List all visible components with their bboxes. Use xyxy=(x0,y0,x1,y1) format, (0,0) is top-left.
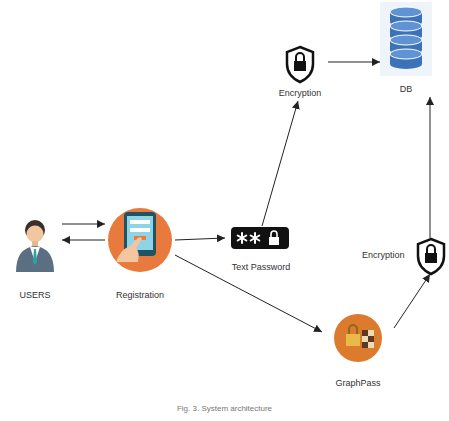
icon-node: Encryption xyxy=(358,238,446,274)
flow-arrow xyxy=(394,274,430,328)
tablet-screen xyxy=(127,216,153,250)
node-label: Encryption xyxy=(272,88,328,99)
flow-arrow xyxy=(328,62,380,63)
registration-icon xyxy=(108,208,172,272)
icon-node: USERS xyxy=(8,218,62,303)
graphpass-icon xyxy=(334,314,382,362)
hand xyxy=(116,237,142,262)
user-suit xyxy=(16,246,54,272)
icon-node: GraphPass xyxy=(322,312,394,391)
flow-arrow xyxy=(62,240,105,241)
flow-arrow xyxy=(62,224,105,225)
flow-arrow xyxy=(430,97,431,238)
flow-arrow xyxy=(175,238,225,240)
icon-node: Text Password xyxy=(225,226,297,275)
form-field xyxy=(130,228,150,232)
node-label: USERS xyxy=(8,290,62,301)
shield-icon xyxy=(418,239,444,274)
icon-node: Registration xyxy=(105,206,175,303)
lock-body xyxy=(269,237,279,245)
shield-icon xyxy=(287,47,313,82)
user-tie xyxy=(33,249,37,265)
icon-node: Encryption xyxy=(272,42,328,101)
figure-caption: Fig. 3. System architecture xyxy=(0,404,449,413)
icon-node: DB xyxy=(380,4,432,97)
flow-arrow xyxy=(262,101,298,226)
user-icon xyxy=(16,220,54,272)
asterisk-symbols xyxy=(238,233,260,243)
node-label: GraphPass xyxy=(322,378,394,389)
password-icon xyxy=(231,227,289,249)
node-label: Text Password xyxy=(225,262,297,273)
password-box xyxy=(231,227,289,249)
node-label: Encryption xyxy=(362,250,446,261)
registration-circle xyxy=(108,208,172,272)
form-field xyxy=(130,220,150,224)
node-label: Registration xyxy=(105,290,175,301)
flow-arrow xyxy=(175,255,322,332)
node-label: DB xyxy=(380,84,432,95)
database-icon xyxy=(380,2,432,76)
user-face xyxy=(27,226,44,243)
lock-shackle xyxy=(271,231,277,237)
